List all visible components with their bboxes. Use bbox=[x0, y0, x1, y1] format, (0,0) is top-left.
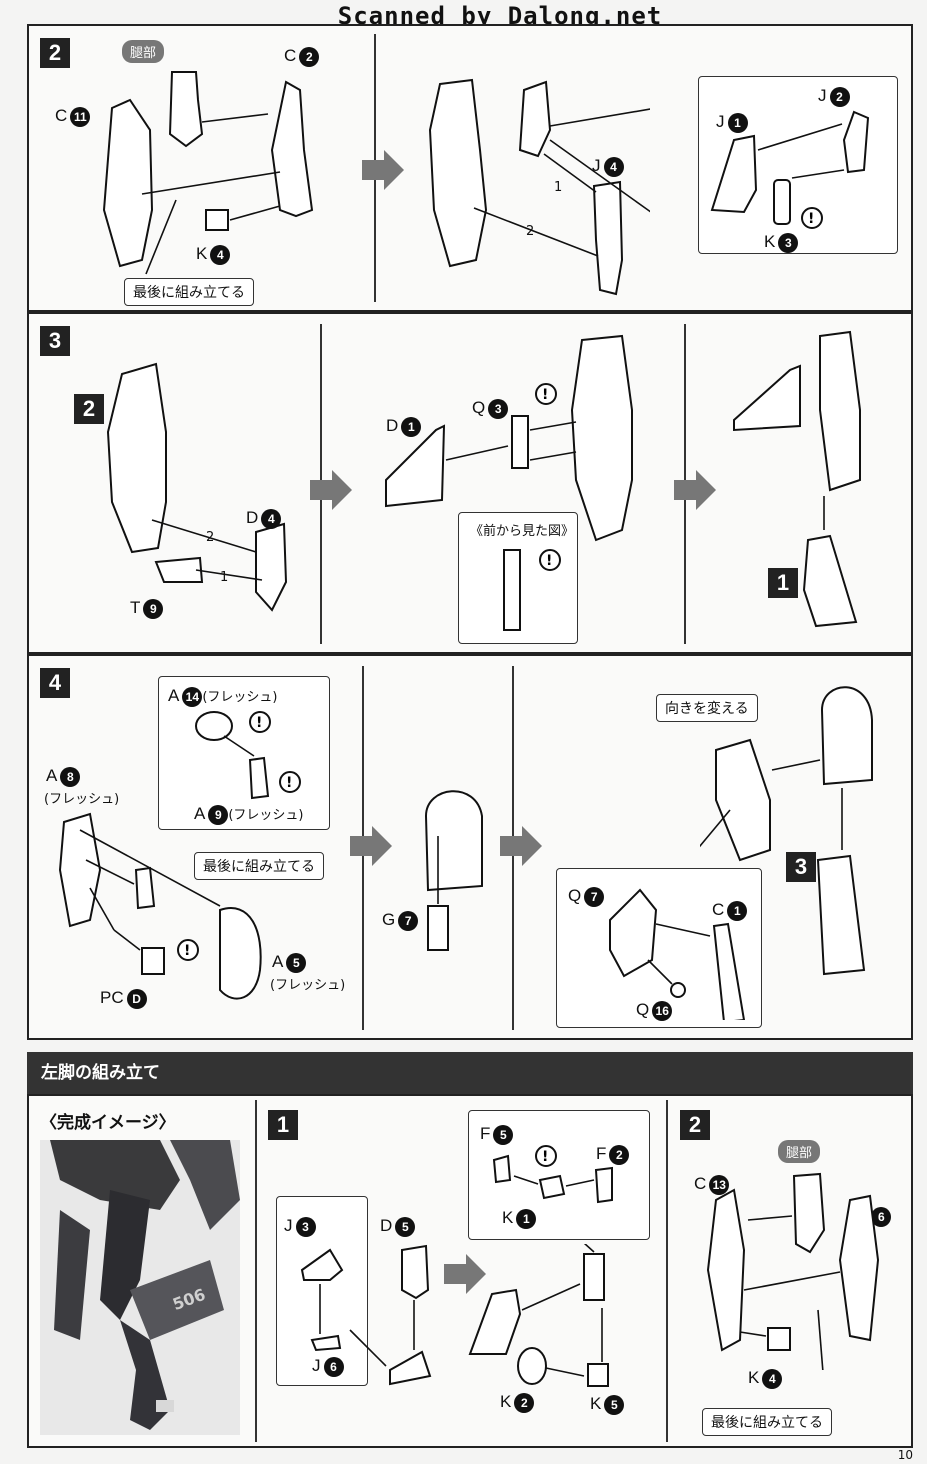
complete-image-label: 〈完成イメージ〉 bbox=[40, 1113, 176, 1132]
front-view-drawing: ! bbox=[503, 549, 561, 631]
big-arrow-2 bbox=[310, 470, 352, 510]
big-arrow-5 bbox=[500, 826, 542, 866]
assemble-last-tag-2: 最後に組み立てる bbox=[194, 852, 324, 880]
left-leg-divider-b bbox=[666, 1100, 668, 1442]
step-4-right-inset-drawing bbox=[609, 888, 746, 1020]
left-step-1-drawing bbox=[300, 1244, 432, 1386]
step-4-number: 4 bbox=[40, 668, 70, 698]
big-arrow-1 bbox=[362, 150, 404, 190]
step-4-right-drawing bbox=[700, 686, 873, 976]
front-view-label: 《前から見た図》 bbox=[470, 524, 575, 539]
order-2-b: 2 bbox=[206, 530, 215, 545]
step-4-mid-drawing bbox=[424, 790, 483, 951]
left-step-2-drawing bbox=[706, 1172, 880, 1370]
svg-text:!: ! bbox=[286, 775, 292, 791]
left-step-2-number: 2 bbox=[680, 1110, 710, 1140]
left-step-1-right-drawing bbox=[468, 1244, 609, 1387]
order-2-a: 2 bbox=[526, 224, 535, 239]
left-step-1-number: 1 bbox=[268, 1110, 298, 1140]
svg-text:!: ! bbox=[546, 553, 552, 569]
left-step-1-right-inset-drawing: ! bbox=[492, 1145, 613, 1204]
left-step-1-inset bbox=[276, 1196, 368, 1386]
step-2-left-drawing bbox=[102, 71, 314, 275]
step-2-inset-drawing: ! bbox=[710, 110, 870, 229]
big-arrow-4 bbox=[350, 826, 392, 866]
assemble-last-tag-3: 最後に組み立てる bbox=[702, 1408, 832, 1436]
svg-text:!: ! bbox=[542, 387, 548, 403]
A5-flesh: (フレッシュ) bbox=[270, 978, 346, 993]
step-3-mid-drawing: ! bbox=[385, 334, 633, 542]
big-arrow-3 bbox=[674, 470, 716, 510]
page-number: 10 bbox=[897, 1448, 913, 1462]
ref-step-2: 2 bbox=[74, 394, 104, 424]
big-arrow-6 bbox=[444, 1254, 486, 1294]
ref-step-3: 3 bbox=[786, 852, 816, 882]
assemble-last-tag: 最後に組み立てる bbox=[124, 278, 254, 306]
svg-text:!: ! bbox=[542, 1149, 548, 1165]
leg-tag-2: 腿部 bbox=[778, 1140, 821, 1163]
completed-leg-photo: 506 bbox=[40, 1140, 240, 1435]
step-4-inset-drawing: ! ! bbox=[195, 711, 301, 800]
svg-text:!: ! bbox=[808, 211, 814, 227]
svg-text:!: ! bbox=[256, 715, 262, 731]
left-leg-section-title: 左脚の組み立て bbox=[27, 1052, 913, 1094]
step-3-right-drawing bbox=[733, 330, 861, 628]
step-3-number: 3 bbox=[40, 326, 70, 356]
ref-step-1: 1 bbox=[768, 568, 798, 598]
step-3-left-drawing bbox=[106, 362, 288, 612]
step-4-left-drawing: ! bbox=[58, 812, 262, 1000]
order-1-b: 1 bbox=[220, 570, 229, 585]
leg-tag: 腿部 bbox=[122, 40, 165, 63]
svg-text:!: ! bbox=[184, 943, 190, 959]
left-leg-divider-a bbox=[255, 1100, 257, 1442]
step-2-right-drawing bbox=[428, 78, 650, 296]
change-direction-tag: 向きを変える bbox=[656, 694, 758, 722]
step-2-number: 2 bbox=[40, 38, 70, 68]
A8-flesh: (フレッシュ) bbox=[44, 792, 120, 807]
order-1-a: 1 bbox=[554, 180, 563, 195]
